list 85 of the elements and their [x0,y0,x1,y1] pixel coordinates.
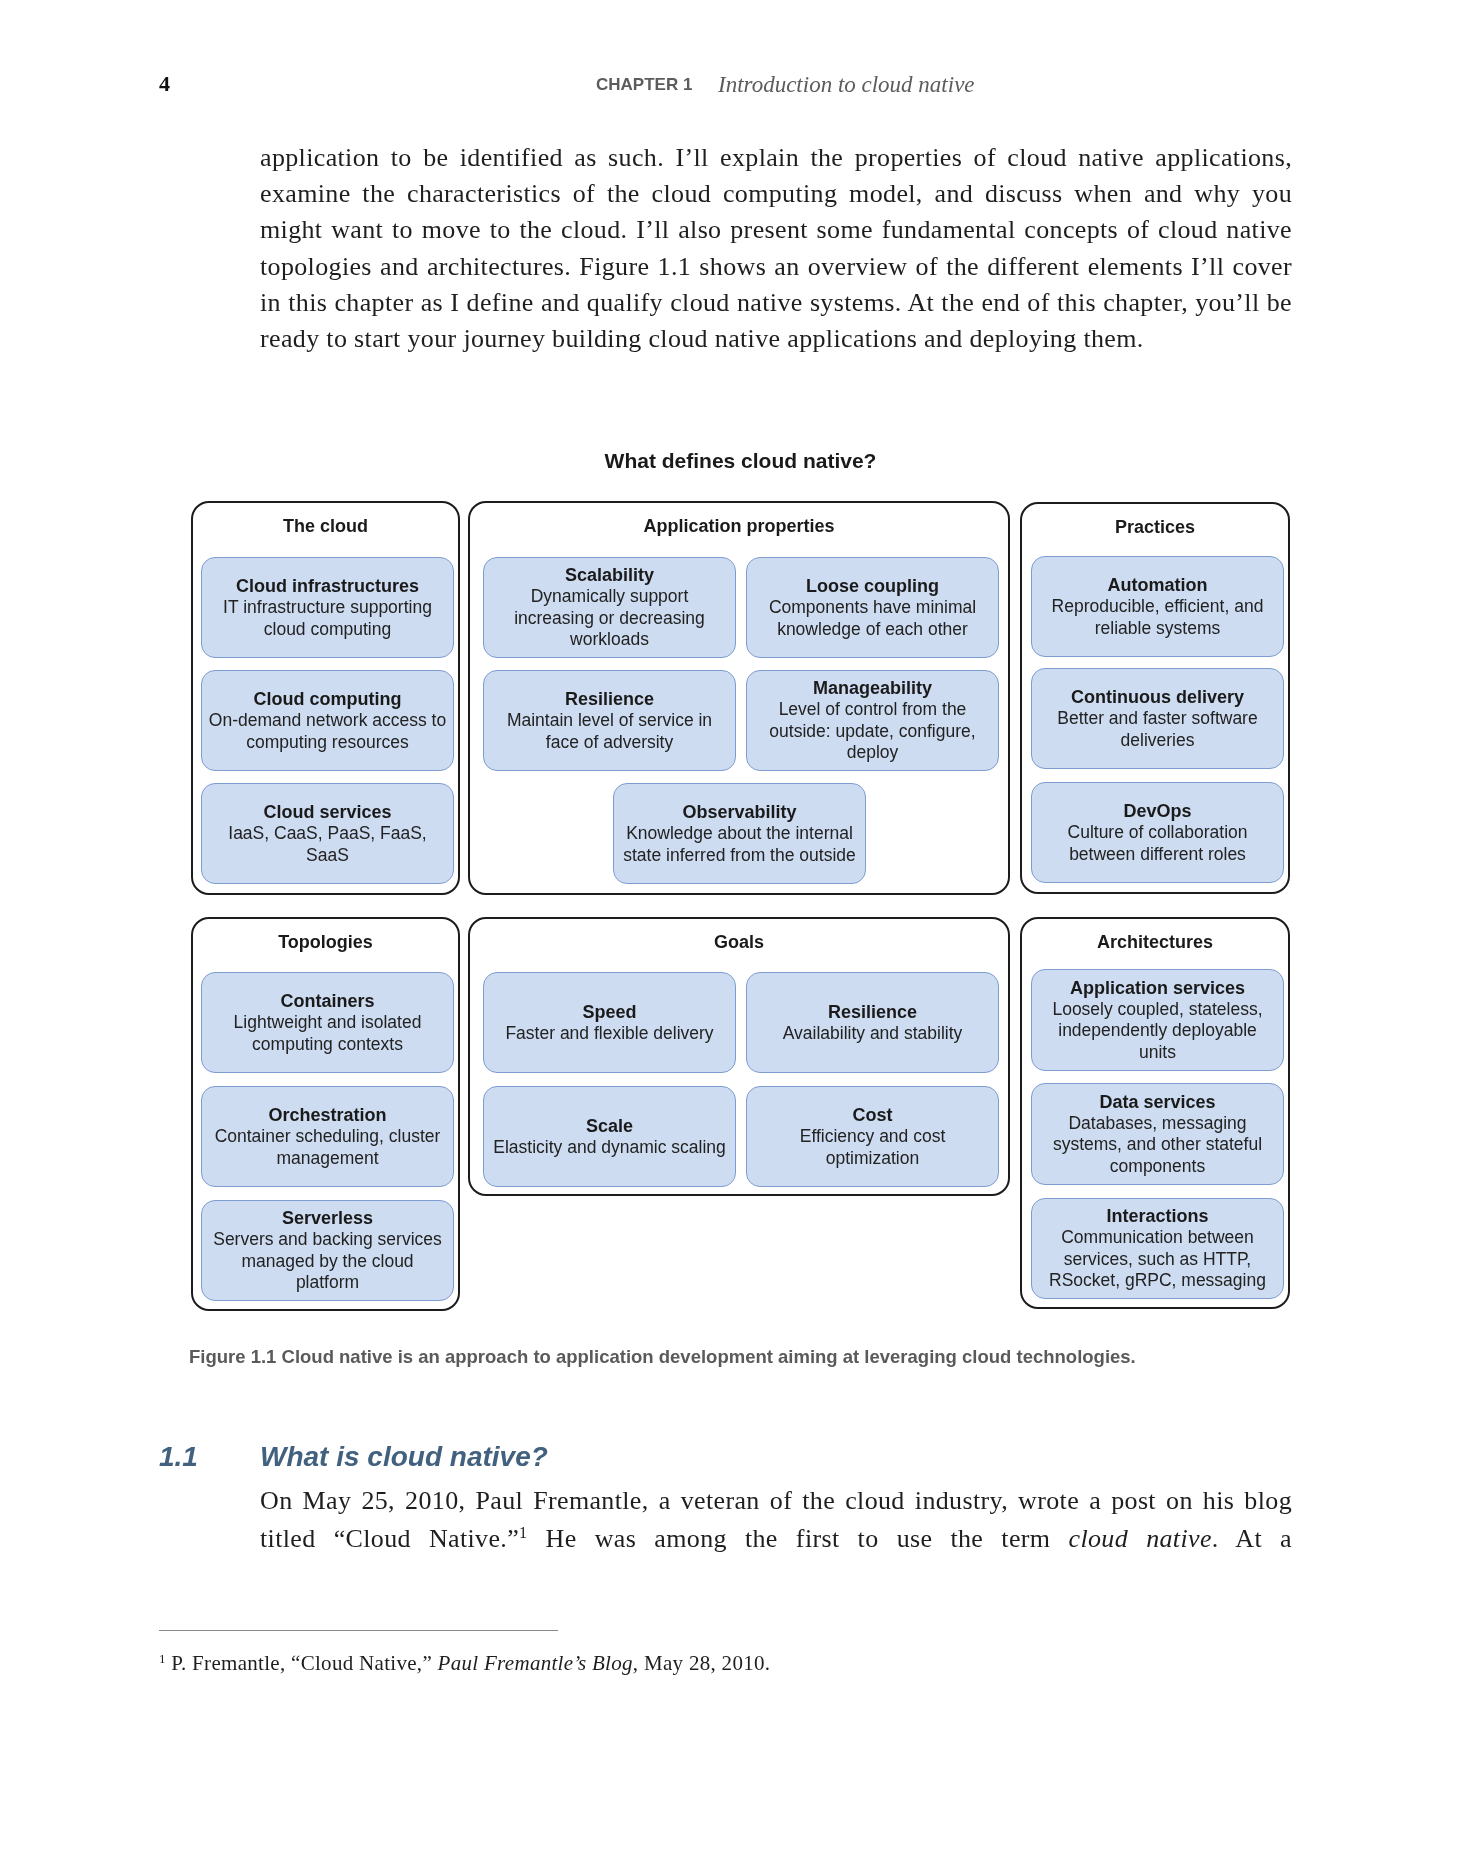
box-heading: Orchestration [268,1104,387,1126]
box-heading: Scale [585,1114,633,1137]
box-description: Servers and backing services managed by the cloud platform [212,1229,443,1294]
box-description: Culture of collaboration between different roles [1066,822,1249,865]
box-heading: Application services [1069,976,1246,999]
concept-box [1031,969,1284,1071]
box-heading: Cost [852,1104,893,1126]
box-description: Components have minimal knowledge of each other [767,597,978,640]
box-description: Loosely coupled, stateless, independently deployable units [1051,998,1264,1064]
concept-box [746,972,999,1073]
box-heading: Containers [280,990,375,1012]
concept-box [1031,556,1284,657]
concept-box [483,1086,736,1187]
category-panel [468,917,1010,1196]
box-heading: Cloud services [263,801,392,823]
box-description: Container scheduling, cluster management [213,1126,442,1169]
category-panel [191,501,460,895]
diagram-title: What defines cloud native? [603,449,878,473]
box-heading: Speed [582,1000,637,1023]
box-heading: Data services [1099,1090,1216,1113]
box-heading: Manageability [813,677,932,700]
panel-heading: Architectures [1096,931,1213,953]
concept-box [613,783,866,884]
body-paragraph: application to be identified as such. I’ll explain the properties of cloud native applications, examine the characteristics of the cloud computing model, and discuss when and why you might want to move to the cloud. I’ll also present some fundamental concepts of cloud native topologies and architectures. Figure 1.1 shows an overview of the different elements I’ll cover in this chapter as I define and qualify cloud native systems. At the end of this chapter, you’ll be ready to start your journey building cloud native applications and deploying them. [260,142,1292,355]
running-header-title: Introduction to cloud native [718,71,975,98]
concept-box [483,557,736,658]
concept-box [201,670,454,771]
box-description: IT infrastructure supporting cloud computing [222,597,433,640]
box-heading: Cloud infrastructures [236,575,419,597]
box-heading: Automation [1107,574,1208,596]
box-heading: Scalability [564,564,654,587]
concept-box [201,783,454,884]
box-description: Lightweight and isolated computing contexts [232,1012,423,1055]
concept-box [201,972,454,1073]
panel-heading: The cloud [283,515,368,537]
box-description: Maintain level of service in face of adversity [505,710,714,753]
concept-box [746,1086,999,1187]
panel-heading: Application properties [643,515,835,537]
category-panel [468,501,1010,895]
concept-box [483,670,736,771]
concept-box [1031,782,1284,883]
concept-box [201,557,454,658]
box-heading: Resilience [827,1000,918,1023]
box-heading: Observability [682,801,797,823]
box-description: Reproducible, efficient, and reliable systems [1050,596,1265,639]
category-panel [191,917,460,1311]
footnote-text: $^{1}$ P. Fremantle, “Cloud Native,” Paul Fremantle’s Blog, May 28, 2010. [159,1650,771,1676]
figure-caption: Figure 1.1 Cloud native is an approach to application development aiming at leveraging cloud technologies. [189,1345,1136,1368]
box-description: On-demand network access to computing resources [208,710,447,753]
box-description: Dynamically support increasing or decreasing workloads [513,586,706,651]
category-panel [1020,917,1290,1309]
box-heading: Interactions [1106,1205,1209,1228]
body-paragraph: On May 25, 2010, Paul Fremantle, a veteran of the cloud industry, wrote a post on his blog titled “Cloud Native.”$^{1}$ He was among the first to use the term cloud native. At a [260,1485,1292,1555]
panel-heading: Goals [714,931,764,953]
concept-box [1031,1083,1284,1185]
concept-box [746,557,999,658]
box-description: Better and faster software deliveries [1056,708,1259,751]
concept-box [746,670,999,771]
concept-box [1031,668,1284,769]
running-header-chapter: CHAPTER 1 [596,74,693,96]
box-heading: DevOps [1123,800,1192,822]
section-heading: What is cloud native? [260,1440,548,1474]
concept-box [201,1086,454,1187]
box-description: Level of control from the outside: update, configure, deploy [768,699,977,764]
box-description: Elasticity and dynamic scaling [493,1136,726,1159]
box-description: IaaS, CaaS, PaaS, FaaS, SaaS [227,823,428,866]
page-number: 4 [159,71,170,97]
box-description: Faster and flexible delivery [505,1022,714,1045]
box-description: Databases, messaging systems, and other stateful components [1051,1112,1264,1178]
box-heading: Continuous delivery [1071,686,1244,708]
panel-heading: Topologies [278,931,373,953]
category-panel [1020,502,1290,894]
box-heading: Serverless [281,1207,374,1230]
box-heading: Cloud computing [253,688,402,710]
box-heading: Loose coupling [806,575,939,597]
concept-box [1031,1198,1284,1299]
concept-box [483,972,736,1073]
section-number: 1.1 [159,1440,198,1474]
box-description: Communication between services, such as HTTP, RSocket, gRPC, messaging [1048,1227,1267,1292]
box-description: Knowledge about the internal state inferred from the outside [622,823,857,866]
concept-box [201,1200,454,1301]
panel-heading: Practices [1114,516,1196,538]
box-description: Efficiency and cost optimization [798,1126,947,1169]
box-heading: Resilience [564,688,655,710]
box-description: Availability and stability [782,1022,963,1045]
